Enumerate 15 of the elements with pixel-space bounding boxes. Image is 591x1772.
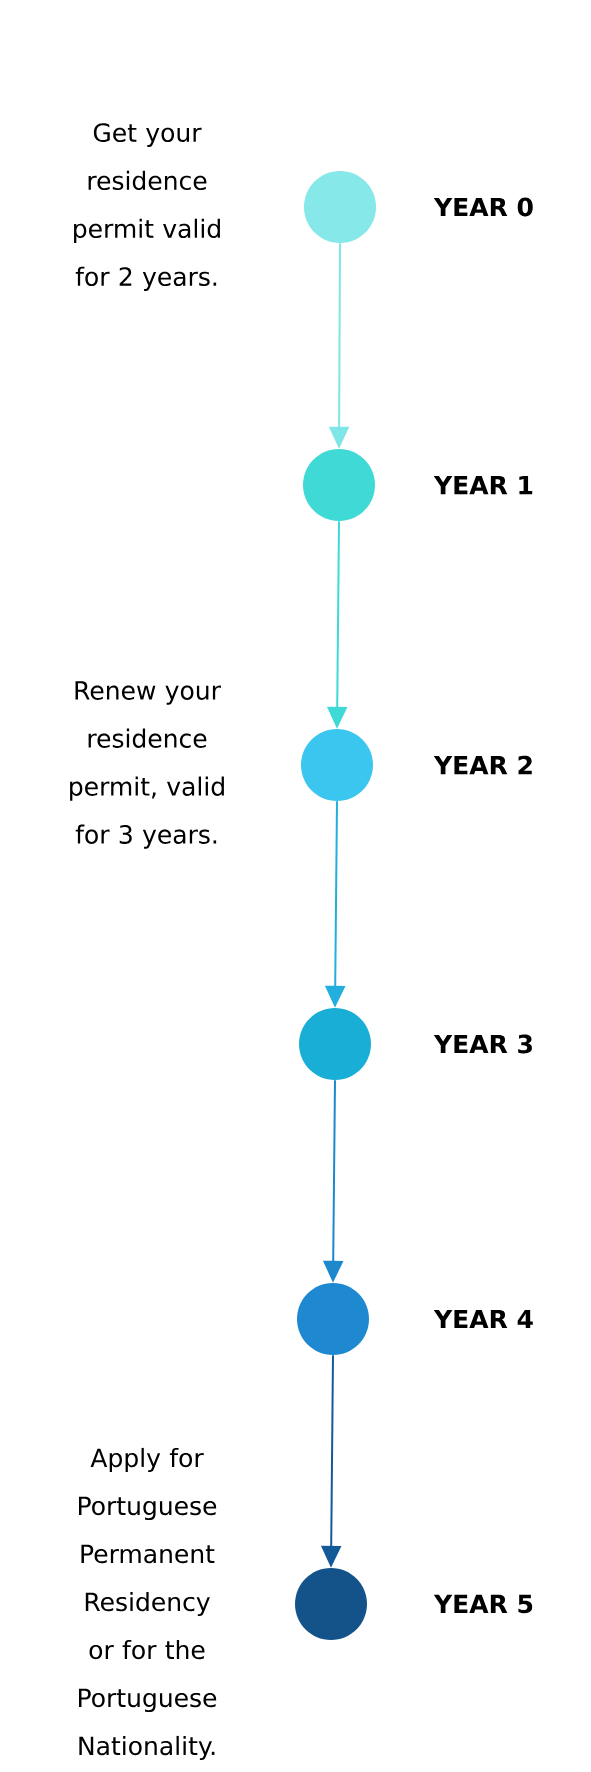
timeline-dot xyxy=(297,1283,369,1355)
year-label: YEAR 0 xyxy=(433,197,533,217)
description-text: Apply for Portuguese Permanent Residency or for the Portuguese Nationality. xyxy=(79,1447,217,1761)
year-label: YEAR 5 xyxy=(433,1594,533,1614)
description-text: Get your residence permit valid for 2 years. xyxy=(74,123,220,291)
year-label: YEAR 1 xyxy=(433,475,533,495)
timeline-dot xyxy=(304,171,376,243)
timeline-dot xyxy=(303,449,375,521)
year-label: YEAR 4 xyxy=(433,1309,533,1329)
timeline-dot xyxy=(301,729,373,801)
year-label: YEAR 2 xyxy=(433,755,532,775)
timeline-dot xyxy=(295,1568,367,1640)
timeline-dot xyxy=(299,1008,371,1080)
year-label: YEAR 3 xyxy=(433,1034,532,1054)
description-text: Renew your residence permit, valid for 3 years. xyxy=(70,681,224,849)
